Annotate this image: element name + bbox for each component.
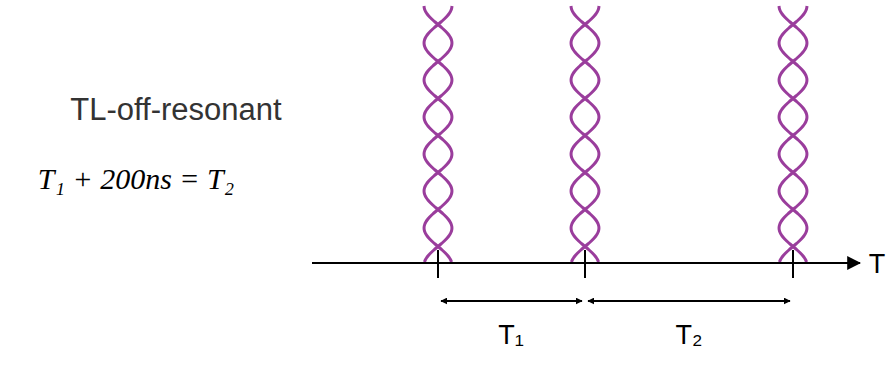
tick-mark [792, 250, 794, 278]
helix-strand [779, 6, 807, 262]
interval-label: T₂ [676, 321, 703, 351]
helix-strand [424, 6, 452, 262]
helix-strand [424, 6, 452, 262]
interval-arrow [588, 300, 790, 302]
tick-mark [584, 250, 586, 278]
pulse-helices [424, 6, 807, 262]
helix-strand [571, 6, 599, 262]
helix-strand [571, 6, 599, 262]
interval-arrow [441, 300, 582, 302]
axis-label: T [869, 250, 886, 280]
pulse-type-label: TL-off-resonant [70, 93, 281, 127]
interval-label: T₁ [498, 321, 524, 351]
helix-strand [779, 6, 807, 262]
tick-mark [437, 250, 439, 278]
timing-equation: T₁ + 200ns = T₂ [38, 162, 234, 195]
